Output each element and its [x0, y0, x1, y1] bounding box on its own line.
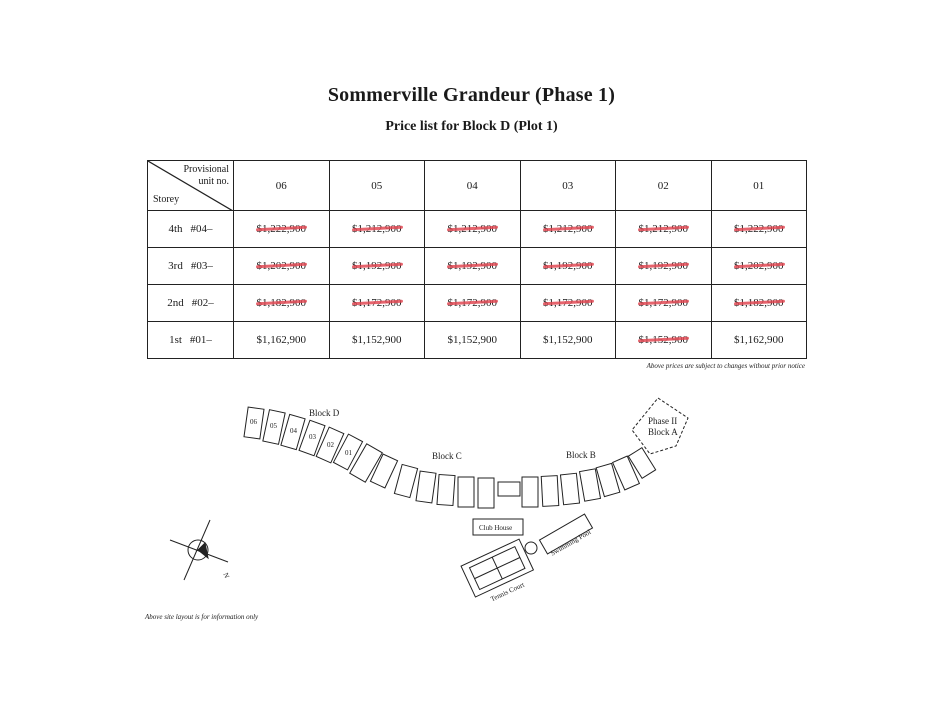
unit-label: 06 — [250, 418, 258, 426]
price-cell: $1,162,900 — [233, 321, 330, 359]
block-b-label: Block B — [566, 450, 596, 460]
unit-label: 04 — [290, 427, 298, 435]
block-c-label: Block C — [432, 451, 462, 461]
price-cell: $1,222,900 — [710, 210, 807, 248]
price-cell: $1,222,900 — [233, 210, 330, 248]
block-d-label: Block D — [309, 408, 340, 418]
price-value: $1,162,900 — [734, 334, 784, 346]
price-cell: $1,202,900 — [710, 247, 807, 285]
price-cell: $1,152,900 — [328, 321, 425, 359]
price-value: $1,152,900 — [352, 334, 402, 346]
north-arrow-icon — [169, 519, 229, 581]
price-cell: $1,212,900 — [424, 210, 521, 248]
unit-label: 05 — [270, 422, 278, 430]
price-cell: $1,212,900 — [328, 210, 425, 248]
pool-circle — [524, 541, 538, 555]
phase2-block-a-outline — [631, 397, 689, 455]
block-a-label: Block A — [648, 427, 678, 437]
page-title: Sommerville Grandeur (Phase 1) — [327, 84, 616, 106]
table-row: 2nd#02–$1,182,900$1,172,900$1,172,900$1,… — [147, 284, 807, 322]
storey-code: #02– — [191, 297, 214, 309]
unit-label: 01 — [345, 449, 353, 457]
price-disclaimer: Above prices are subject to changes with… — [646, 362, 805, 370]
price-cell: $1,152,900 — [424, 321, 521, 359]
column-header: 05 — [328, 160, 425, 211]
price-cell: $1,172,900 — [615, 284, 712, 322]
price-cell: $1,152,900 — [615, 321, 712, 359]
price-cell: $1,212,900 — [615, 210, 712, 248]
storey-label: 1st #01– — [147, 321, 234, 359]
north-label: N — [222, 572, 231, 579]
price-cell: $1,162,900 — [710, 321, 807, 359]
storey-code: #03– — [190, 260, 213, 272]
price-cell: $1,202,900 — [233, 247, 330, 285]
price-cell: $1,182,900 — [710, 284, 807, 322]
club-house-label: Club House — [479, 524, 512, 532]
page-subtitle: Price list for Block D (Plot 1) — [385, 119, 558, 134]
storey-name: 1st — [169, 334, 182, 346]
column-header: 06 — [233, 160, 330, 211]
storey-name: 4th — [168, 223, 183, 235]
storey-name: 3rd — [168, 260, 183, 272]
storey-label: 4th #04– — [147, 210, 234, 248]
site-layout-plan: 06 05 04 03 02 01 Phase II Block A Block… — [169, 397, 689, 603]
table-row: 1st #01– $1,162,900 $1,152,900 $1,152,900 $1,… — [147, 321, 807, 359]
price-cell: $1,192,900 — [328, 247, 425, 285]
price-cell: $1,172,900 — [328, 284, 425, 322]
phase2-label: Phase II — [648, 416, 677, 426]
column-header: 01 — [710, 160, 807, 211]
storey-label: 3rd #03– — [147, 247, 234, 285]
price-cell: $1,152,900 — [519, 321, 616, 359]
diagonal-divider — [148, 161, 233, 211]
club-house-outline — [472, 518, 524, 536]
table-row: 4th#04–$1,222,900$1,212,900$1,212,900$1,… — [147, 210, 807, 248]
block-c-units — [393, 463, 581, 509]
column-header: 04 — [424, 160, 521, 211]
price-value: $1,162,900 — [256, 334, 307, 346]
column-header: 03 — [519, 160, 616, 211]
storey-code: #01– — [189, 334, 212, 346]
column-header: 02 — [615, 160, 712, 211]
price-cell: $1,212,900 — [519, 210, 616, 248]
storey-code: #04– — [190, 223, 213, 235]
price-cell: $1,172,900 — [519, 284, 616, 322]
block-d-unit-numbers: 06 05 04 03 02 01 — [250, 418, 353, 457]
storey-name: 2nd — [167, 297, 184, 309]
swimming-pool-outline — [538, 513, 594, 555]
site-disclaimer: Above site layout is for information onl… — [145, 613, 259, 621]
unit-label: 03 — [309, 433, 317, 441]
price-cell: $1,182,900 — [233, 284, 330, 322]
price-cell: $1,172,900 — [424, 284, 521, 322]
storey-label: 2nd #02– — [147, 284, 234, 322]
block-d-units — [243, 406, 399, 489]
price-cell: $1,192,900 — [519, 247, 616, 285]
price-value: $1,152,900 — [447, 334, 498, 346]
block-b-units — [578, 447, 657, 502]
unit-label: 02 — [327, 441, 335, 449]
price-cell: $1,192,900 — [424, 247, 521, 285]
price-value: $1,152,900 — [543, 334, 593, 346]
table-row: 3rd#03–$1,202,900$1,192,900$1,192,900$1,… — [147, 247, 807, 285]
header-storey-label: Storey — [153, 194, 180, 205]
price-cell: $1,192,900 — [615, 247, 712, 285]
